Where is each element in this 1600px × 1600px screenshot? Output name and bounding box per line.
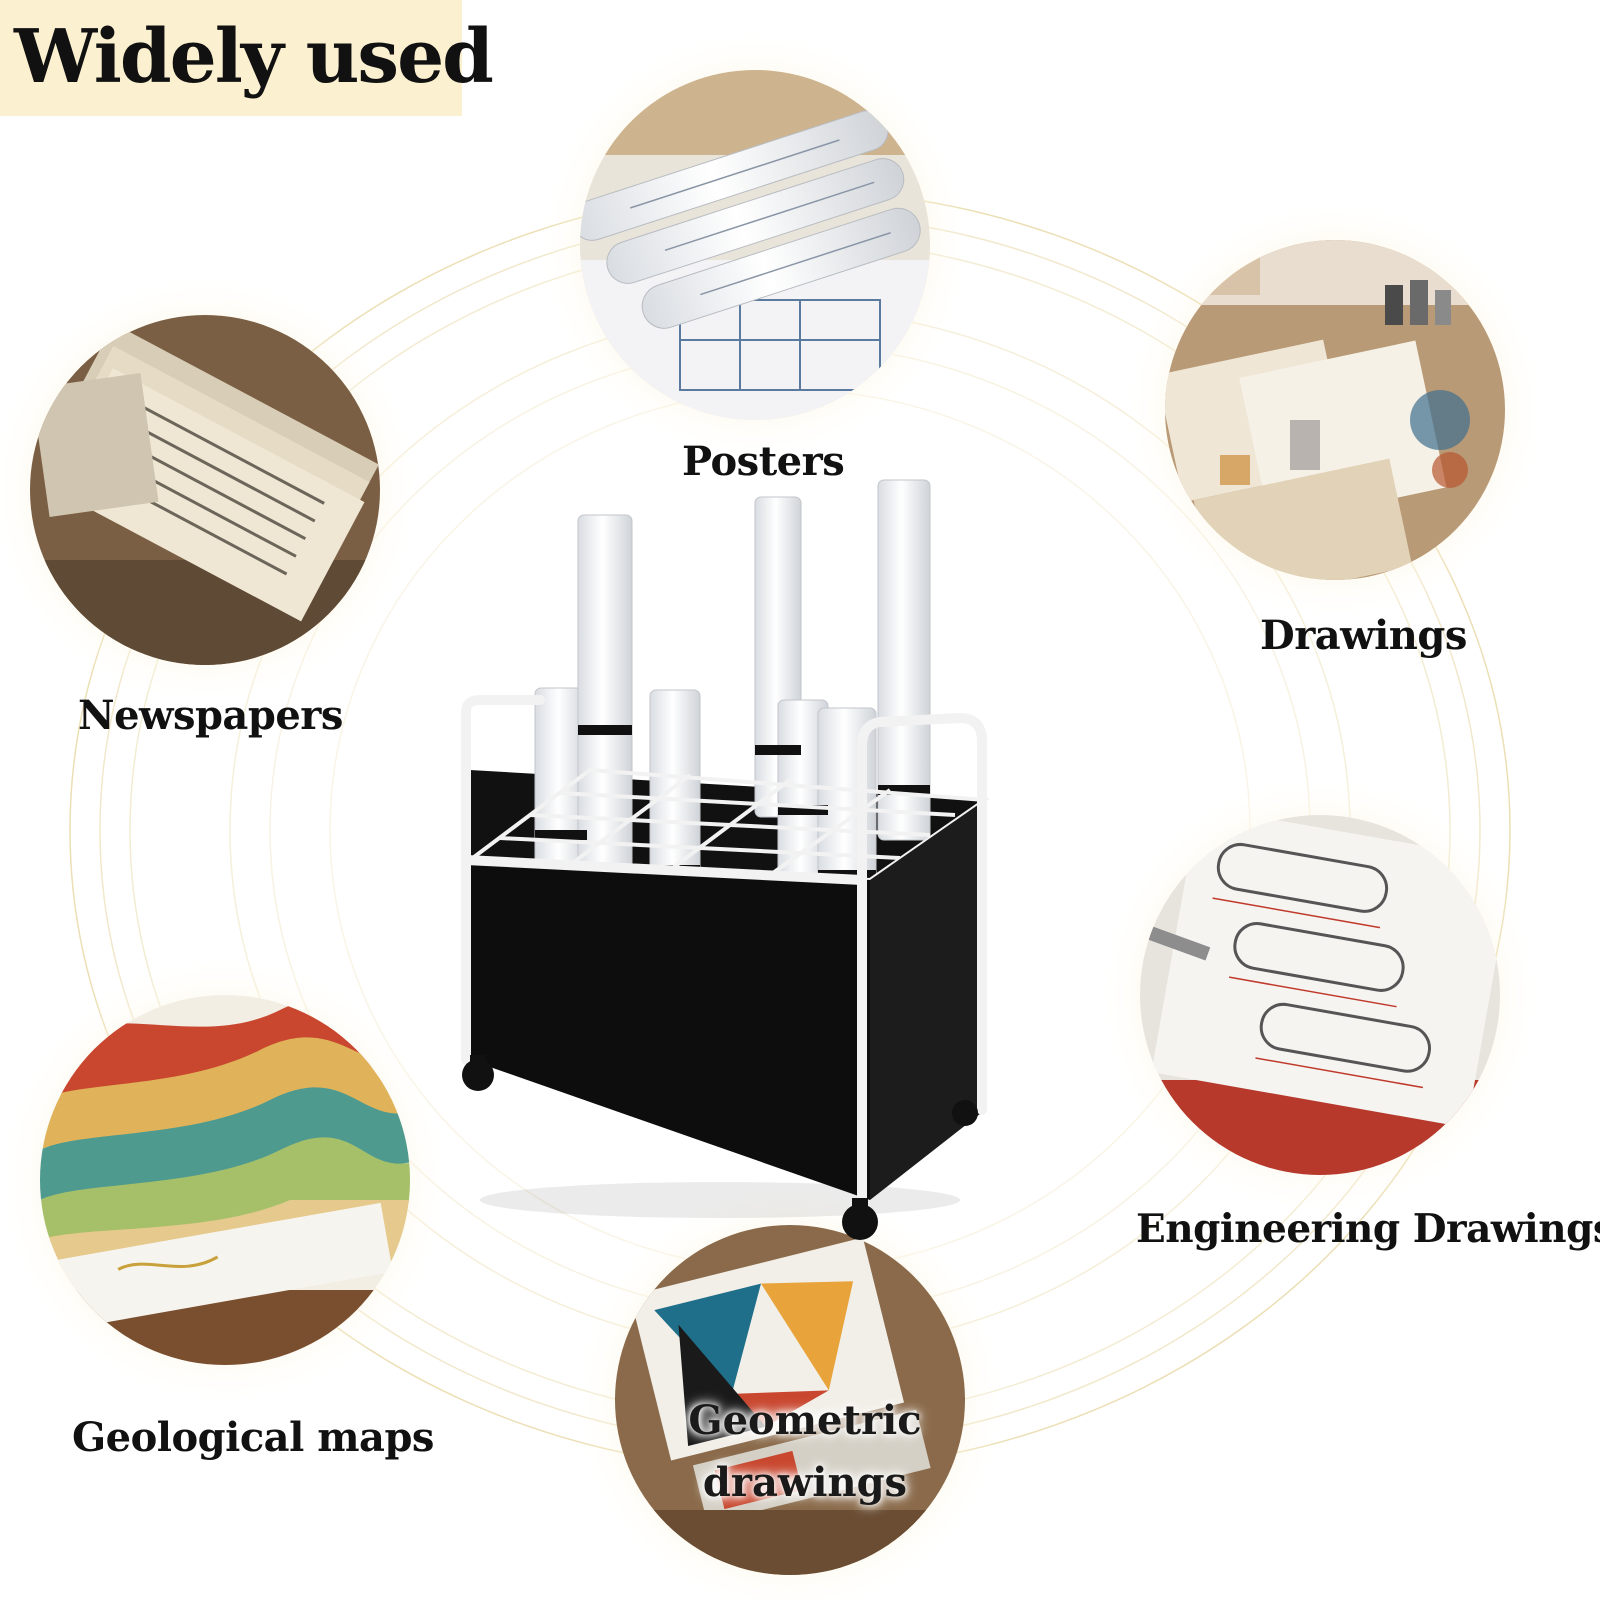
posters-photo [580, 70, 930, 420]
label-geometric-drawings: Geometric drawings [655, 1390, 955, 1514]
label-drawings: Drawings [1260, 612, 1467, 659]
roll-storage-cart [461, 479, 991, 1240]
page-title: Widely used [14, 14, 494, 100]
label-posters: Posters [682, 438, 845, 485]
label-geological-maps: Geological maps [72, 1414, 434, 1461]
label-geometric-line2: drawings [702, 1459, 908, 1506]
label-engineering-drawings: Engineering Drawings [1136, 1206, 1600, 1252]
newspapers-photo [30, 315, 380, 665]
geological-photo [40, 995, 410, 1365]
label-geometric-line1: Geometric [688, 1397, 922, 1444]
label-newspapers: Newspapers [78, 692, 343, 739]
title-banner: Widely used [0, 0, 494, 116]
